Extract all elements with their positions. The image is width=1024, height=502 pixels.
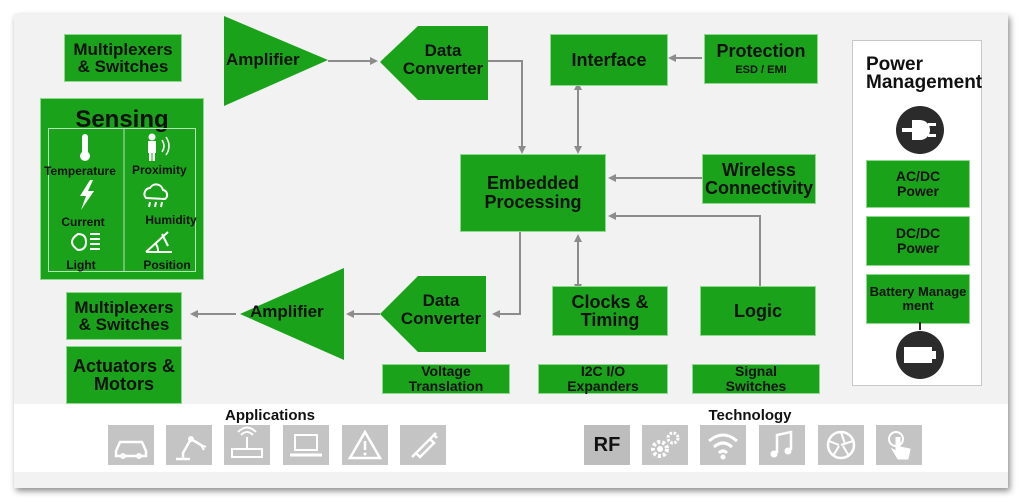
arrow-logic-embedded [608,212,761,286]
sensing-item-light: Light [66,258,96,272]
laptop-icon [283,425,329,465]
wifi-icon [700,425,746,465]
data-converter-top-shape [380,26,488,100]
voltage-block: Voltage Translation [382,364,510,394]
battery-management-block: Battery Management [866,274,970,324]
robot-arm-icon [166,425,212,465]
wireless-block: Wireless Connectivity [702,154,816,204]
applications-label: Applications [224,407,315,424]
acdc-power-block: AC/DC Power [866,160,970,208]
headlight-icon [71,232,100,252]
touch-icon [876,425,922,465]
thermometer-icon [80,134,90,161]
clocks-block: Clocks & Timing [552,286,668,336]
mux-top-label: Multiplexers & Switches [73,40,173,76]
aperture-icon [818,425,864,465]
actuators-block: Actuators & Motors [66,346,182,404]
data-converter-top-label: Data Converter [402,41,484,78]
protection-label: Protection [716,41,806,61]
sensing-item-proximity: Proximity [132,163,187,177]
mux-top-block: Multiplexers & Switches [64,34,182,82]
battery-management-label: Battery Management [869,283,967,313]
technology-label: Technology [708,407,792,424]
car-icon [108,425,154,465]
sensing-item-temperature: Temperature [44,164,116,178]
syringe-icon [400,425,446,465]
music-icon [759,425,805,465]
router-icon [224,425,270,465]
logic-block: Logic [700,286,816,336]
wireless-label: Wireless Connectivity [704,160,814,198]
embedded-processing-block: Embedded Processing [460,154,606,232]
gears-icon [642,425,688,465]
signal-block: Signal Switches [692,364,820,394]
sensing-grid [48,128,196,272]
sensing-icons [71,128,172,272]
amplifier-bottom-shape [240,268,344,360]
protection-sub-label: ESD / EMI [735,64,787,76]
power-management-title: Power Management [866,54,983,94]
angle-position-icon [145,231,172,253]
sensing-item-current: Current [61,215,105,229]
i2c-block: I2C I/O Expanders [538,364,668,394]
arrow-dc-to-embedded [488,60,526,154]
data-converter-bottom-shape [380,276,486,352]
protection-block: Protection ESD / EMI [704,34,818,84]
interface-label: Interface [571,50,647,70]
rf-tile: RF [584,425,630,465]
embedded-processing-label: Embedded Processing [484,173,582,212]
cloud-humidity-icon [143,183,169,208]
signal-label: Signal Switches [725,363,787,394]
lightning-icon [80,180,94,210]
clocks-label: Clocks & Timing [571,292,649,330]
actuators-label: Actuators & Motors [72,356,175,394]
interface-block: Interface [550,34,668,86]
amplifier-top-label: Amplifier [226,50,300,69]
person-proximity-icon [148,133,170,161]
sensing-item-position: Position [143,258,191,272]
data-converter-bottom-label: Data Converter [400,291,482,328]
amplifier-bottom-label: Amplifier [250,302,324,321]
mux-bottom-label: Multiplexers & Switches [74,298,174,334]
mux-bottom-block: Multiplexers & Switches [66,292,182,340]
logic-label: Logic [734,301,782,321]
dcdc-power-block: DC/DC Power [866,216,970,266]
arrow-embedded-dc-bottom [492,232,521,318]
acdc-power-label: AC/DC Power [895,167,941,199]
i2c-label: I2C I/O Expanders [567,363,639,394]
power-management-panel [852,40,982,386]
voltage-label: Voltage Translation [408,363,484,394]
sensing-item-humidity: Humidity [145,213,197,227]
dcdc-power-label: DC/DC Power [895,224,941,256]
warning-icon [342,425,388,465]
amplifier-top-shape [224,16,328,106]
battery-icon [896,322,944,379]
plug-icon [896,106,944,154]
